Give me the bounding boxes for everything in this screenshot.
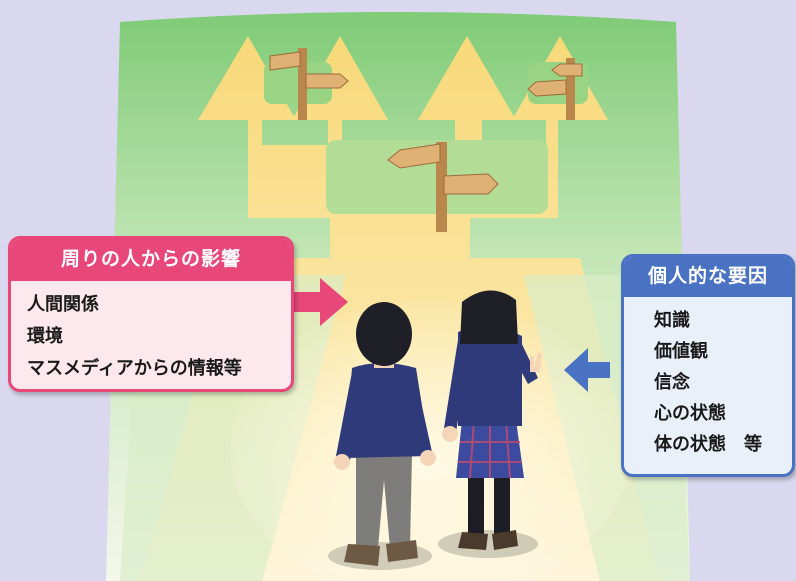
pink-arrow-icon (292, 278, 348, 326)
influence-item: 環境 (27, 326, 63, 347)
signpost-right (527, 58, 583, 120)
student-girl-figure (442, 290, 542, 550)
influence-item: 人間関係 (27, 294, 99, 315)
student-boy-figure (334, 302, 436, 566)
signpost-center (387, 142, 499, 232)
personal-factor-item: 知識 (654, 310, 690, 331)
influence-box: 周りの人からの影響 人間関係 環境 マスメディアからの情報等 (8, 236, 294, 392)
blue-arrow-icon (564, 348, 610, 392)
personal-factor-item: 心の状態 (654, 403, 726, 424)
influence-box-list: 人間関係 環境 マスメディアからの情報等 (11, 281, 291, 385)
personal-factor-item: 体の状態 等 (654, 434, 762, 455)
influence-item: マスメディアからの情報等 (27, 358, 242, 379)
personal-factor-item: 価値観 (654, 341, 708, 362)
personal-factors-list: 知識 価値観 信念 心の状態 体の状態 等 (624, 297, 792, 460)
personal-factors-title: 個人的な要因 (624, 257, 792, 297)
influence-box-title: 周りの人からの影響 (11, 239, 291, 281)
personal-factors-box: 個人的な要因 知識 価値観 信念 心の状態 体の状態 等 (621, 254, 795, 477)
personal-factor-item: 信念 (654, 372, 690, 393)
signpost-left (269, 48, 349, 120)
